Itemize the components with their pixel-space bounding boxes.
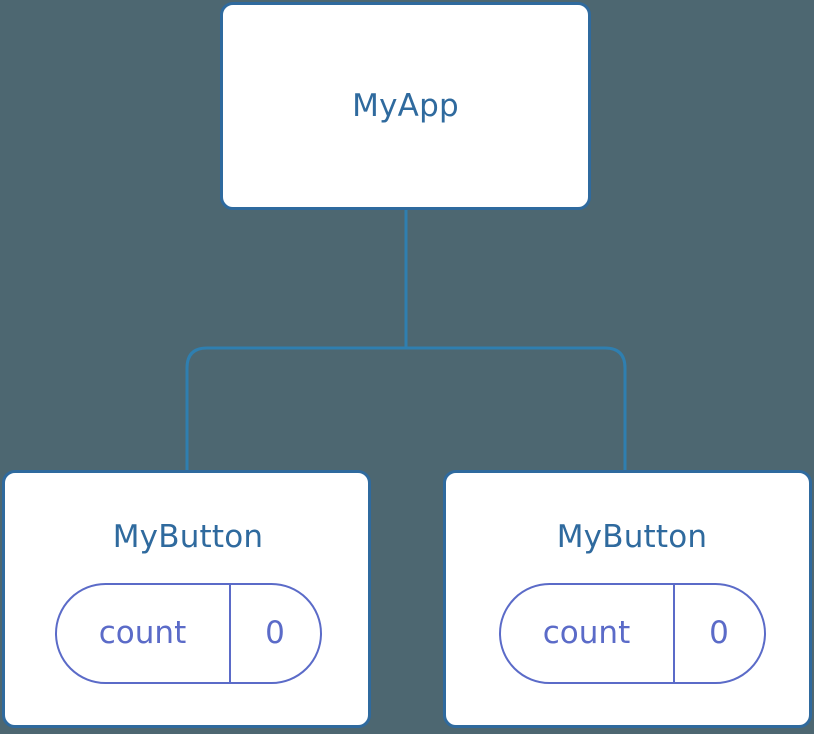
state-pill-1[interactable]: count 0 <box>498 583 766 684</box>
state-key-label-0: count <box>98 615 187 651</box>
node-mybutton-1-content: MyButton count 0 <box>475 473 789 684</box>
node-mybutton-1-label: MyButton <box>556 519 708 555</box>
state-value-label-0: 0 <box>265 615 285 651</box>
node-mybutton-0-content: MyButton count 0 <box>31 473 345 684</box>
state-pill-0[interactable]: count 0 <box>54 583 322 684</box>
node-mybutton-0[interactable]: MyButton count 0 <box>2 470 371 728</box>
node-mybutton-0-label: MyButton <box>112 519 264 555</box>
edge-root-to-child-0 <box>185 346 406 472</box>
edge-root-to-child-1 <box>406 346 627 472</box>
node-mybutton-1[interactable]: MyButton count 0 <box>443 470 812 728</box>
node-myapp[interactable]: MyApp <box>220 2 591 210</box>
state-key-cell-1: count <box>501 585 675 682</box>
state-value-cell-0: 0 <box>231 585 320 682</box>
state-value-cell-1: 0 <box>675 585 764 682</box>
node-myapp-label: MyApp <box>352 87 459 124</box>
state-value-label-1: 0 <box>709 615 729 651</box>
state-key-cell-0: count <box>57 585 231 682</box>
state-key-label-1: count <box>542 615 631 651</box>
